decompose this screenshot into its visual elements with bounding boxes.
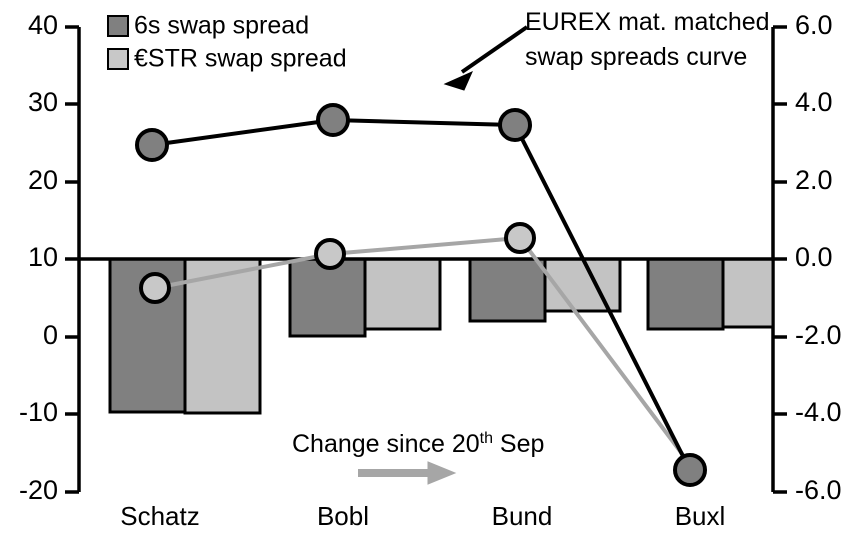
right-tick-4: 4.0 — [795, 87, 833, 117]
bar-schatz-estr — [183, 257, 262, 415]
bar-bobl-estr — [363, 257, 442, 331]
right-tick-neg4: -4.0 — [795, 397, 842, 427]
legend: 6s swap spread €STR swap spread — [107, 12, 347, 73]
eurex-note-line1: EUREX mat. matched — [525, 8, 770, 36]
eurex-arrow-shaft — [460, 25, 529, 74]
right-tick-neg6: -6.0 — [795, 475, 842, 505]
series-eurex-curve — [151, 117, 692, 471]
category-label-schatz: Schatz — [120, 501, 200, 531]
legend-swatch-6s — [107, 15, 129, 37]
legend-swatch-estr — [107, 48, 129, 70]
left-tick-neg10: -10 — [19, 397, 58, 427]
series-change-since-sep — [154, 235, 697, 473]
eurex-arrow-head-icon — [443, 71, 473, 91]
right-axis-tick-labels: 6.0 4.0 2.0 0.0 -2.0 -4.0 -6.0 — [795, 10, 842, 505]
change-arrow-head-icon — [427, 461, 457, 485]
right-tick-2: 2.0 — [795, 165, 833, 195]
bar-bund-6s — [468, 257, 547, 323]
series-gray-path — [154, 235, 697, 473]
left-tick-30: 30 — [28, 87, 58, 117]
marker-gray-bund — [504, 222, 536, 254]
series-black-path — [151, 117, 692, 471]
left-tick-0: 0 — [43, 320, 58, 350]
change-note-prefix: Change since 20 — [292, 430, 480, 458]
marker-gray-bobl — [314, 238, 346, 270]
right-tick-6: 6.0 — [795, 10, 833, 40]
left-axis — [65, 25, 81, 494]
marker-black-schatz — [135, 128, 169, 162]
legend-label-estr: €STR swap spread — [134, 45, 347, 73]
change-note-text: Change since 20th Sep — [292, 430, 544, 458]
category-label-bobl: Bobl — [317, 501, 369, 531]
marker-black-buxl — [673, 453, 707, 487]
left-tick-10: 10 — [28, 242, 58, 272]
bar-bobl-6s — [288, 257, 367, 338]
category-label-bund: Bund — [492, 501, 553, 531]
eurex-note-line2: swap spreads curve — [525, 43, 747, 71]
marker-black-bobl — [316, 103, 350, 137]
series-gray-markers — [139, 222, 536, 304]
right-tick-0: 0.0 — [795, 242, 833, 272]
series-black-markers — [135, 103, 707, 487]
right-tick-neg2: -2.0 — [795, 320, 842, 350]
bar-group-buxl — [646, 257, 775, 331]
marker-black-bund — [498, 108, 532, 142]
marker-gray-schatz — [139, 272, 171, 304]
change-note-superscript: th — [480, 430, 493, 447]
category-label-buxl: Buxl — [675, 501, 726, 531]
left-axis-tick-labels: 40 30 20 10 0 -10 -20 — [19, 10, 58, 505]
left-tick-20: 20 — [28, 165, 58, 195]
left-tick-40: 40 — [28, 10, 58, 40]
bar-buxl-estr — [721, 257, 775, 329]
category-axis-labels: Schatz Bobl Bund Buxl — [120, 501, 725, 531]
bar-buxl-6s — [646, 257, 725, 331]
change-note-suffix: Sep — [493, 430, 544, 458]
legend-label-6s: 6s swap spread — [134, 12, 309, 40]
bar-group-bobl — [288, 257, 442, 338]
left-tick-neg20: -20 — [19, 475, 58, 505]
right-axis — [771, 25, 787, 494]
annotation-eurex: EUREX mat. matched swap spreads curve — [443, 8, 770, 91]
annotation-change-since: Change since 20th Sep — [292, 430, 544, 485]
